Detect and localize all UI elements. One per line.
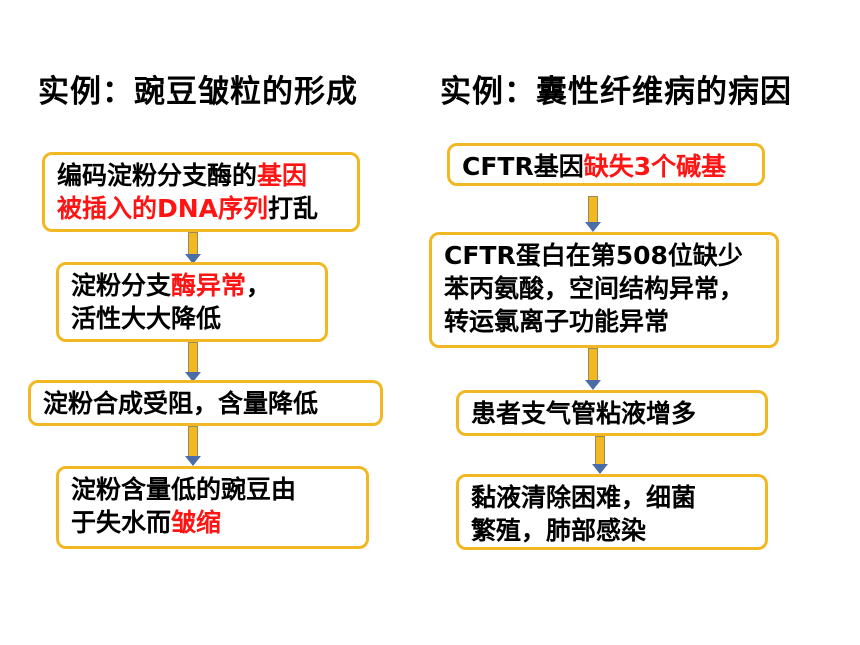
left-step-1-box: 编码淀粉分支酶的基因 被插入的DNA序列打乱	[42, 152, 360, 232]
right-step-1-box: CFTR基因缺失3个碱基	[447, 143, 765, 186]
highlight-dna-sequence: 被插入的DNA序列	[57, 194, 269, 223]
highlight-enzyme-abnormal: 酶异常	[171, 271, 247, 300]
highlight-wrinkled: 皱缩	[171, 508, 222, 537]
right-step-1-line-1: CFTR基因缺失3个碱基	[462, 152, 727, 181]
right-title: 实例：囊性纤维病的病因	[440, 74, 792, 110]
right-step-2-line-2: 苯丙氨酸，空间结构异常，	[444, 274, 745, 303]
right-arrow-1	[585, 196, 601, 232]
left-step-2-line-1: 淀粉分支酶异常，	[71, 271, 272, 300]
left-arrow-3	[185, 426, 201, 466]
highlight-missing-bases: 缺失3个碱基	[583, 152, 727, 181]
left-step-4-line-1: 淀粉含量低的豌豆由	[71, 475, 297, 504]
highlight-gene: 基因	[257, 161, 308, 190]
right-step-2-line-1: CFTR蛋白在第508位缺少	[444, 241, 743, 270]
right-step-4-box: 黏液清除困难，细菌 繁殖，肺部感染	[456, 474, 768, 550]
left-step-3-line-1: 淀粉合成受阻，含量降低	[43, 389, 319, 418]
right-arrow-2	[585, 348, 601, 390]
left-step-1-line-1: 编码淀粉分支酶的基因	[57, 161, 308, 190]
right-step-2-box: CFTR蛋白在第508位缺少 苯丙氨酸，空间结构异常， 转运氯离子功能异常	[429, 232, 779, 348]
right-arrow-3	[592, 436, 608, 474]
left-title: 实例：豌豆皱粒的形成	[38, 74, 358, 110]
left-step-4-line-2: 于失水而皱缩	[71, 508, 222, 537]
left-arrow-2	[185, 342, 201, 382]
left-arrow-1	[185, 232, 201, 264]
left-step-2-line-2: 活性大大降低	[71, 304, 222, 333]
right-step-3-line-1: 患者支气管粘液增多	[471, 399, 697, 428]
right-step-4-line-2: 繁殖，肺部感染	[471, 516, 647, 545]
left-step-4-box: 淀粉含量低的豌豆由 于失水而皱缩	[56, 466, 369, 549]
right-step-4-line-1: 黏液清除困难，细菌	[471, 483, 697, 512]
right-step-3-box: 患者支气管粘液增多	[456, 390, 768, 436]
left-step-2-box: 淀粉分支酶异常， 活性大大降低	[56, 262, 328, 342]
left-step-3-box: 淀粉合成受阻，含量降低	[28, 380, 383, 426]
right-step-2-line-3: 转运氯离子功能异常	[444, 307, 670, 336]
left-step-1-line-2: 被插入的DNA序列打乱	[57, 194, 319, 223]
